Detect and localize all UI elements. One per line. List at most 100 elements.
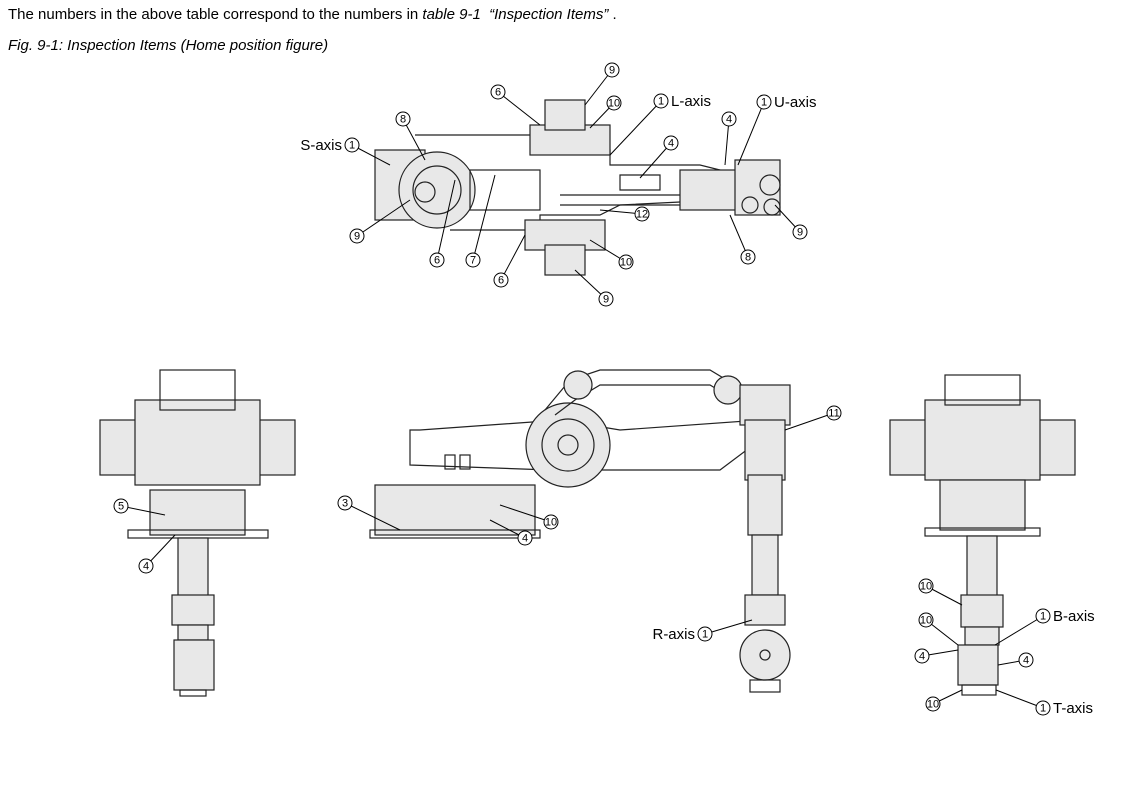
callout-circle — [543, 514, 559, 530]
callout-number: 6 — [495, 87, 501, 99]
axis-label-t: T-axis — [1053, 700, 1093, 717]
axis-label-u: U-axis — [774, 94, 817, 111]
callout-n8: 8 — [395, 111, 426, 161]
leader-line — [402, 118, 426, 161]
callout-n10: 10 — [589, 239, 634, 270]
axis-label-s: S-axis — [300, 137, 342, 154]
leader-line — [737, 101, 765, 166]
callout-circle — [395, 111, 411, 127]
callout-number: 1 — [1040, 703, 1046, 715]
callout-n10: 10 — [925, 689, 963, 712]
leader-line — [639, 142, 672, 179]
callout-number: 4 — [668, 138, 674, 150]
callout-n9: 9 — [349, 199, 411, 244]
callout-circle — [490, 84, 506, 100]
callout-circle — [604, 62, 620, 78]
callout-number: 8 — [400, 114, 406, 126]
callout-s-axis: 1 S-axis — [300, 137, 391, 166]
callout-number: 11 — [828, 408, 839, 420]
callout-r-axis: 1R-axis — [652, 619, 753, 643]
callout-circle — [914, 648, 930, 664]
callout-n4: 4 — [914, 648, 959, 664]
callout-circle — [792, 224, 808, 240]
callout-number: 1 — [1040, 611, 1046, 623]
callout-number: 4 — [522, 533, 528, 545]
callout-circle — [1018, 652, 1034, 668]
intro-text: The numbers in the above table correspon… — [8, 6, 617, 23]
callout-t-axis: 1 T-axis — [995, 689, 1093, 717]
leader-line — [995, 689, 1044, 709]
callout-number: 6 — [434, 255, 440, 267]
callout-n11: 11 — [784, 405, 842, 431]
callout-number: 1 — [349, 140, 355, 152]
callout-number: 1 — [702, 629, 708, 641]
callout-number: 4 — [919, 651, 925, 663]
leader-line — [344, 502, 401, 531]
callout-number: 5 — [118, 501, 124, 513]
callout-circle — [697, 626, 713, 642]
callout-number: 10 — [608, 98, 620, 110]
callout-circle — [429, 252, 445, 268]
axis-label-b: B-axis — [1053, 608, 1095, 625]
leader-line — [356, 199, 411, 237]
callout-n4: 4 — [489, 519, 533, 546]
callout-circle — [113, 498, 129, 514]
leader-line — [472, 174, 496, 261]
callout-circle — [653, 93, 669, 109]
callout-n4: 4 — [639, 135, 679, 179]
callout-number: 4 — [1023, 655, 1029, 667]
callout-circle — [826, 405, 842, 421]
callout-circle — [606, 95, 622, 111]
callout-n10: 10 — [499, 504, 559, 530]
callout-n8: 8 — [729, 214, 756, 265]
callout-circle — [337, 495, 353, 511]
callout-n9: 9 — [584, 62, 620, 106]
callout-n5: 5 — [113, 498, 166, 516]
leader-line — [784, 412, 835, 431]
callout-n4: 4 — [721, 111, 737, 166]
callout-number: 10 — [920, 581, 932, 593]
callout-circle — [1035, 700, 1051, 716]
callout-number: 6 — [498, 275, 504, 287]
callout-circle — [598, 291, 614, 307]
callout-n10: 10 — [918, 612, 959, 646]
leader-line — [609, 100, 662, 156]
leader-line — [729, 214, 749, 258]
callout-n6: 6 — [490, 84, 541, 126]
callout-n7: 7 — [465, 174, 496, 268]
intro-text-end: . — [608, 6, 617, 23]
callout-circle — [756, 94, 772, 110]
callout-circle — [349, 228, 365, 244]
callout-number: 10 — [920, 615, 932, 627]
callout-number: 8 — [745, 252, 751, 264]
table-title-reference: “Inspection Items” — [489, 6, 609, 23]
callout-b-axis: 1 B-axis — [994, 608, 1095, 646]
leader-line — [994, 615, 1044, 646]
leader-line — [724, 118, 730, 166]
leader-line — [497, 91, 541, 126]
table-reference: table 9-1 — [422, 6, 481, 23]
leader-line — [436, 179, 456, 261]
robot-side-view-drawing — [369, 369, 791, 693]
callout-circle — [721, 111, 737, 127]
leader-line — [499, 504, 552, 523]
callout-number: 7 — [470, 255, 476, 267]
callout-n10: 10 — [589, 95, 622, 129]
callout-number: 9 — [609, 65, 615, 77]
callout-number: 1 — [761, 97, 767, 109]
callout-u-axis: 1 U-axis — [737, 94, 817, 166]
leader-line — [704, 619, 753, 635]
callout-number: 12 — [636, 209, 648, 221]
callout-n6: 6 — [493, 234, 526, 288]
callout-circle — [740, 249, 756, 265]
callout-circle — [663, 135, 679, 151]
axis-label-l: L-axis — [671, 93, 711, 110]
callout-n3: 3 — [337, 495, 401, 531]
callout-circle — [493, 272, 509, 288]
callout-number: 4 — [726, 114, 732, 126]
callout-circle — [1035, 608, 1051, 624]
callout-circle — [925, 696, 941, 712]
